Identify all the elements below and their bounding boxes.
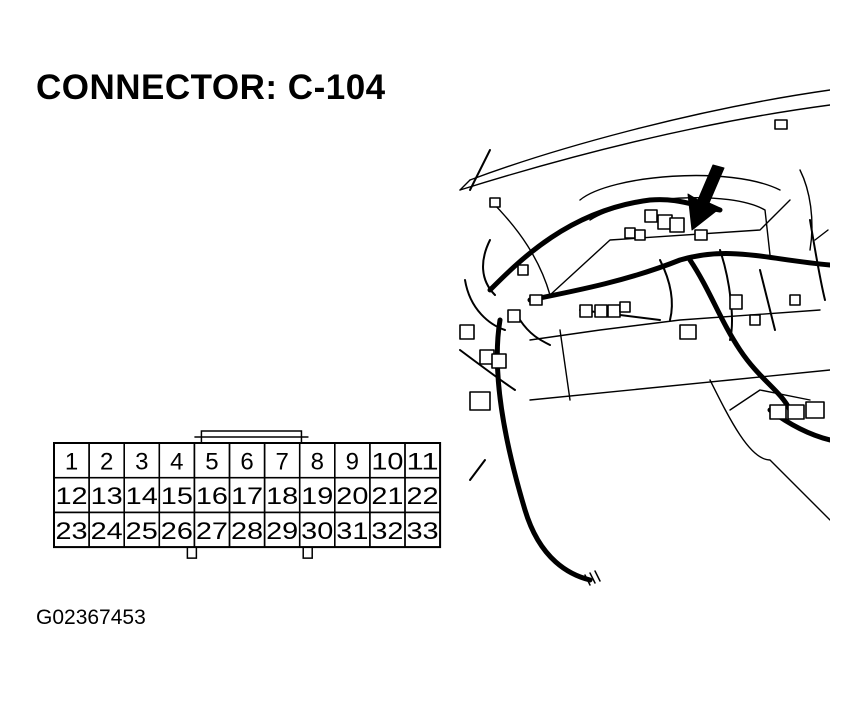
pin-number: 3 (135, 448, 148, 475)
pin-number: 22 (407, 483, 439, 510)
pin-number: 8 (311, 448, 324, 475)
connector-key-tab (186, 547, 198, 559)
figure-code: G02367453 (36, 606, 146, 629)
pin-number: 20 (336, 483, 368, 510)
pin-number: 24 (91, 518, 123, 545)
pin-number: 32 (371, 518, 403, 545)
pin-number: 26 (161, 518, 193, 545)
pin-number: 11 (407, 448, 439, 475)
pin-number: 33 (407, 518, 439, 545)
pin-number: 18 (266, 483, 298, 510)
pin-number: 4 (170, 448, 183, 475)
pin-number: 19 (301, 483, 333, 510)
pin-number: 16 (196, 483, 228, 510)
dashboard-outline (459, 89, 830, 521)
pin-number: 7 (275, 448, 288, 475)
connector-key-tab (302, 547, 313, 559)
pin-cell (404, 511, 441, 548)
pin-number: 25 (126, 518, 158, 545)
pin-number: 2 (100, 448, 113, 475)
pin-number: 23 (56, 518, 88, 545)
pin-number: 30 (301, 518, 333, 545)
branch-wires (459, 149, 826, 481)
wire-end-ticks (584, 570, 601, 586)
connector-outline (53, 442, 442, 549)
pin-number: 13 (91, 483, 123, 510)
main-harness-wire (487, 197, 830, 583)
pin-number: 6 (240, 448, 253, 475)
pin-number: 31 (336, 518, 368, 545)
pin-number: 27 (196, 518, 228, 545)
pin-number: 29 (266, 518, 298, 545)
pin-number: 10 (371, 448, 403, 475)
pin-number: 15 (161, 483, 193, 510)
pin-number: 9 (346, 448, 359, 475)
wiring-harness-illustration (459, 89, 830, 586)
diagram-title: CONNECTOR: C-104 (36, 68, 386, 107)
pin-number: 14 (126, 483, 158, 510)
pin-number: 17 (231, 483, 263, 510)
pin-number: 12 (56, 483, 88, 510)
pin-number: 21 (371, 483, 403, 510)
pin-number: 28 (231, 518, 263, 545)
arrow-icon (687, 164, 725, 231)
pin-number: 1 (65, 448, 78, 475)
pin-number: 5 (205, 448, 218, 475)
harness-connectors (459, 119, 825, 420)
